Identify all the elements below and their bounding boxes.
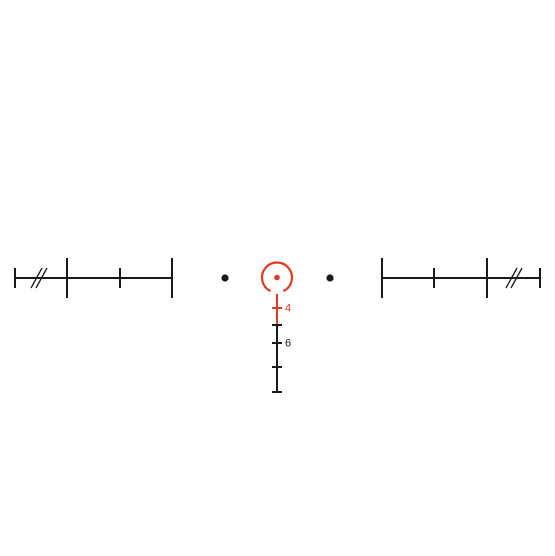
- left-stadia: [14, 258, 173, 298]
- left-break-mark-2: [35, 267, 48, 289]
- right-break-mark-1: [505, 267, 518, 289]
- right-stadia: [381, 258, 541, 298]
- center-reticle: [260, 261, 294, 293]
- right-dot: [326, 274, 334, 282]
- left-break-mark-1: [30, 267, 43, 289]
- left-dot: [221, 274, 229, 282]
- right-break-mark-2: [510, 267, 523, 289]
- horseshoe-ring: [260, 261, 294, 293]
- center-dot: [274, 274, 280, 281]
- bdc-label-6: 6: [285, 337, 291, 349]
- bdc-label-4: 4: [285, 302, 291, 314]
- bdc-ladder: 4 6: [272, 294, 291, 393]
